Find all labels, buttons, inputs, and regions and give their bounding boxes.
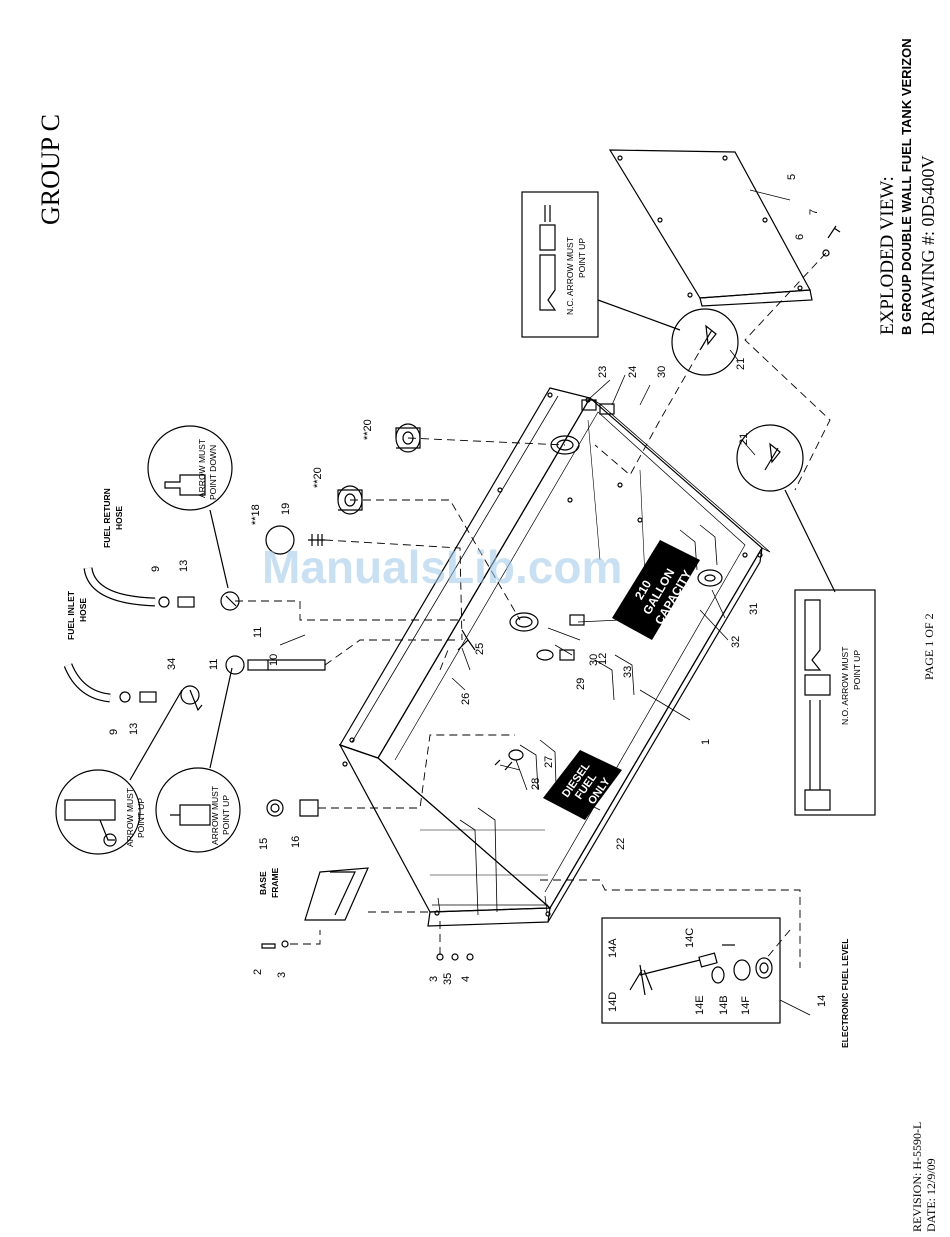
callout-11a: 11	[208, 658, 220, 670]
fuel-tank-body	[338, 387, 771, 927]
callout-24: 24	[627, 365, 639, 378]
callout-23: 23	[597, 365, 609, 378]
callout-15: 15	[258, 837, 270, 850]
callout-31: 31	[748, 602, 760, 615]
fuel-inlet-label: FUEL INLET	[66, 591, 76, 640]
detail-circle-arrow-up	[155, 667, 241, 853]
callout-9b: 9	[150, 565, 162, 572]
callout-1: 1	[700, 738, 712, 745]
detail-circle-arrow-down	[147, 425, 233, 589]
assembly-lines	[235, 252, 831, 968]
fuel-inlet-label-2: HOSE	[78, 597, 88, 622]
drawing-number: DRAWING #: 0D5400V	[918, 155, 938, 335]
callout-35: 35	[442, 972, 454, 985]
callout-25: 25	[474, 642, 486, 655]
callout-13b: 13	[178, 559, 190, 572]
base-frame-label-2: FRAME	[270, 867, 280, 898]
callout-11b: 11	[252, 626, 264, 638]
arrow-up-fitting-note: ARROW MUST	[210, 785, 220, 845]
tank-ports	[508, 399, 723, 761]
callout-9a: 9	[108, 728, 120, 735]
fuel-return-label: FUEL RETURN	[102, 488, 112, 548]
callout-6: 6	[794, 233, 806, 240]
callout-19: 19	[280, 502, 292, 515]
fuel-return-label-2: HOSE	[114, 505, 124, 530]
cover-plate	[608, 149, 813, 307]
decal-capacity	[612, 540, 700, 640]
callout-34: 34	[166, 657, 178, 670]
callout-14c: 14C	[684, 927, 696, 948]
nc-switch-note-2: POINT UP	[577, 238, 587, 278]
callout-13a: 13	[128, 722, 140, 735]
callout-33: 33	[622, 665, 634, 678]
callout-21b: 21	[738, 432, 750, 445]
callout-7: 7	[808, 208, 820, 215]
callout-14e: 14E	[694, 995, 706, 1015]
callout-21a: 21	[735, 357, 747, 370]
callout-20b: **20	[362, 419, 374, 440]
arrow-down-note-2: POINT DOWN	[208, 444, 218, 500]
callout-22: 22	[615, 837, 627, 850]
no-switch-note-2: POINT UP	[852, 650, 862, 690]
arrow-down-note: ARROW MUST	[197, 438, 207, 498]
callout-28: 28	[530, 777, 542, 790]
header-title-line2: B GROUP DOUBLE WALL FUEL TANK VERIZON	[899, 38, 914, 335]
revision: REVISION: H-5590-L	[910, 1121, 924, 1232]
no-switch-note: N.O. ARROW MUST	[840, 646, 850, 725]
callout-3a: 3	[276, 971, 288, 978]
callout-30b: 30	[656, 365, 668, 378]
page-number: PAGE 1 OF 2	[922, 613, 936, 680]
callout-3b: 3	[428, 975, 440, 982]
callout-16: 16	[290, 835, 302, 848]
electronic-fuel-level-label: ELECTRONIC FUEL LEVEL	[840, 938, 850, 1048]
arrow-up-valve-note-2: POINT UP	[136, 798, 146, 838]
callout-30a: 30	[588, 653, 600, 666]
leader-lines	[279, 189, 811, 1016]
callout-14: 14	[816, 994, 828, 1007]
nc-switch-note: N.C. ARROW MUST	[565, 237, 575, 315]
callout-5: 5	[786, 173, 798, 180]
detail-circle-switch-nc	[521, 191, 739, 376]
group-title: GROUP C	[36, 113, 65, 225]
callout-18: **18	[250, 504, 262, 525]
callout-26: 26	[460, 692, 472, 705]
detail-circle-switch-no	[736, 424, 876, 816]
detail-circle-valve	[55, 689, 183, 855]
callout-14d: 14D	[607, 991, 619, 1012]
decal-diesel	[543, 750, 622, 820]
callout-32: 32	[730, 635, 742, 648]
fuel-level-kit	[601, 917, 781, 1024]
callout-4: 4	[460, 975, 472, 982]
callout-20a: **20	[312, 467, 324, 488]
base-frame-label: BASE	[258, 871, 268, 895]
callout-14a: 14A	[607, 938, 619, 958]
callout-29: 29	[575, 677, 587, 690]
arrow-up-valve-note: ARROW MUST	[125, 787, 135, 847]
arrow-up-fitting-note-2: POINT UP	[221, 795, 231, 835]
callout-10: 10	[268, 653, 280, 666]
callout-14f: 14F	[740, 996, 752, 1015]
header-title-line1: EXPLODED VIEW:	[877, 176, 898, 335]
callout-27: 27	[543, 755, 555, 768]
callout-2: 2	[252, 968, 264, 975]
date: DATE: 12/9/09	[924, 1158, 938, 1232]
callout-14b: 14B	[718, 995, 730, 1015]
watermark: ManualsLib.com	[262, 541, 623, 593]
